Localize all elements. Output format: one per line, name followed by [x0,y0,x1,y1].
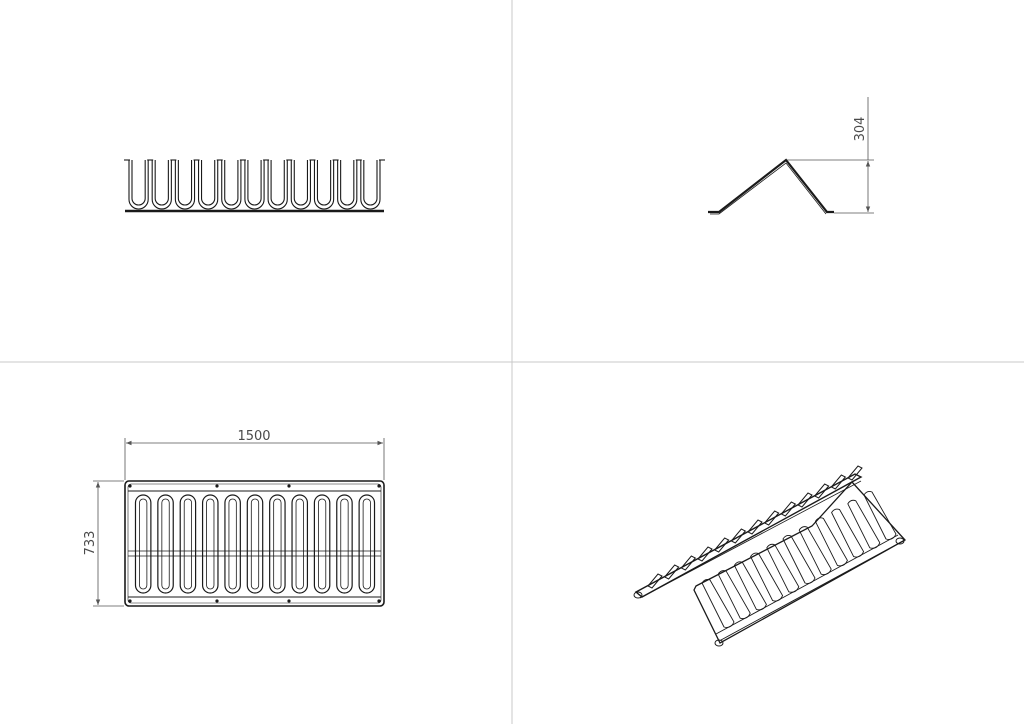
isometric-view [633,465,907,647]
iso-front-slot [798,526,832,576]
mounting-hole [215,599,219,603]
slot-outer [358,494,376,594]
iso-back-slat [830,474,847,490]
iso-end-cap-left [633,591,643,599]
iso-front-slot [782,534,816,584]
slot-inner [362,498,371,590]
width-dimension [93,480,124,607]
iso-front-slot [863,490,897,540]
slot-outer [134,494,152,594]
length-dimension [124,438,385,480]
iso-back-slat [763,510,780,526]
slot-outer [246,494,264,594]
iso-front-bottom-rail-2 [720,540,904,641]
side-view [708,158,834,215]
mounting-hole [377,599,381,603]
iso-back-slat [713,537,730,553]
side-profile [708,158,834,214]
slot-inner [183,498,193,590]
iso-back-slats [647,465,863,589]
iso-front-slot [701,578,735,628]
slot-outer [336,494,353,594]
slot-inner [161,498,170,590]
iso-front-slot [733,561,767,611]
iso-front-slot [766,543,800,593]
iso-front-bottom-rail [715,534,899,635]
iso-front-slots [701,490,897,628]
iso-back-panel [634,473,863,598]
iso-front-panel [693,481,907,644]
iso-front-slot [814,517,848,567]
slot-outer [157,494,174,594]
mounting-hole [215,484,219,488]
iso-back-slat [680,555,697,571]
height-dimension [787,97,874,214]
top-slots [134,494,376,594]
side-profile-inner [710,162,827,215]
iso-back-slat [730,528,747,544]
slot-outer [313,494,331,594]
slot-outer [179,494,197,594]
iso-front-slot [750,552,784,602]
iso-back-slat [797,492,813,508]
iso-back-slat [747,519,763,535]
front-view [124,159,385,213]
slot-inner [139,498,148,590]
mounting-holes [128,484,381,603]
iso-front-slot [847,499,881,549]
iso-front-slot [831,508,865,558]
width-dimension-label: 733 [83,531,98,556]
iso-end-cap-bottom [714,639,724,647]
slot-outer [291,494,309,594]
iso-back-slat [697,546,713,562]
iso-back-slat [780,501,797,517]
mounting-hole [128,599,132,603]
slot-inner [340,498,349,590]
front-serpentine-inner [131,160,378,206]
top-frame-inner [127,483,382,604]
front-serpentine-outer [128,160,381,210]
iso-back-panel-edge [639,480,862,599]
slot-outer [269,494,286,594]
slot-inner [295,498,304,590]
iso-front-slot [717,570,751,620]
slot-outer [224,494,241,594]
iso-end-cap-right [895,537,905,545]
iso-back-slat [813,483,830,499]
slot-inner [317,498,327,590]
iso-back-slat [847,465,863,481]
slot-inner [250,498,260,590]
mounting-hole [287,599,291,603]
slot-outer [201,494,219,594]
slot-inner [206,498,215,590]
iso-back-slat [663,564,680,580]
length-dimension-label: 1500 [237,429,270,444]
mounting-hole [128,484,132,488]
top-frame-outer [124,480,385,607]
iso-back-slat [647,573,663,589]
height-dimension-label: 304 [853,117,868,142]
mounting-hole [287,484,291,488]
slot-inner [228,498,237,590]
mounting-hole [377,484,381,488]
slot-inner [273,498,282,590]
top-view [124,480,385,607]
